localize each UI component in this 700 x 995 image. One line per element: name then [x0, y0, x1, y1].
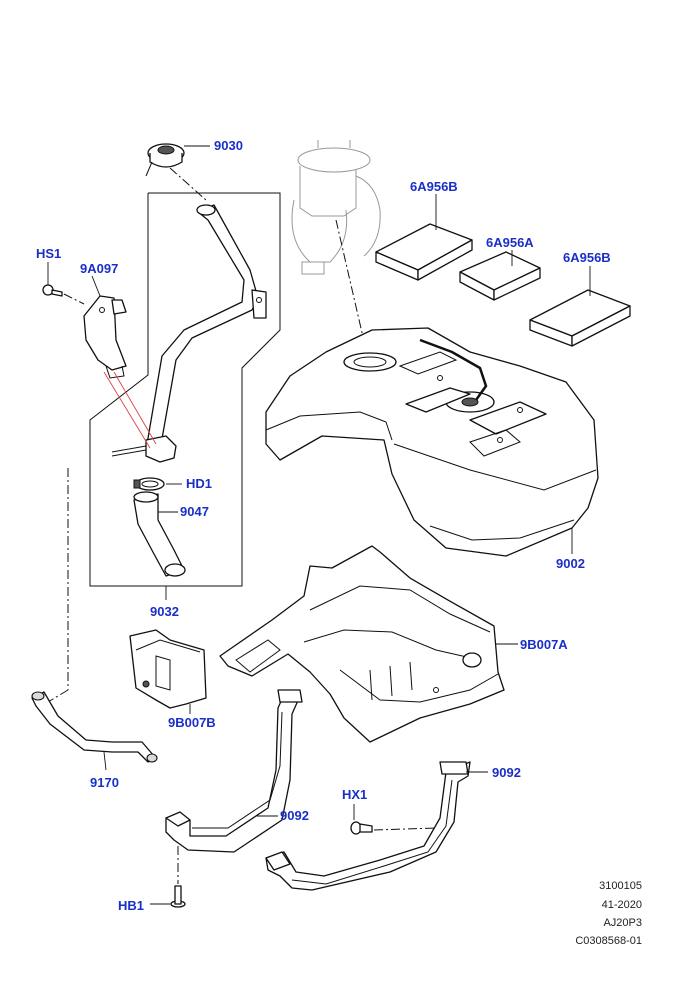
fuel-pump-module: [291, 140, 381, 275]
callout-9B007B[interactable]: 9B007B: [168, 715, 216, 730]
callout-HS1[interactable]: HS1: [36, 246, 62, 261]
callout-HD1[interactable]: HD1: [186, 476, 213, 491]
filler-assembly-box: [89, 192, 281, 587]
heat-shield-9B007B[interactable]: [129, 629, 207, 709]
insulation-pad-6A956B-right[interactable]: [529, 289, 631, 347]
insulation-pad-6A956B-left[interactable]: [375, 223, 473, 281]
bolt-HX1[interactable]: [350, 821, 373, 835]
clamp-HD1[interactable]: [133, 477, 165, 491]
bracket-9A097[interactable]: [83, 295, 127, 379]
callout-9092-left[interactable]: 9092: [280, 808, 309, 823]
reference-code-3: AJ20P3: [603, 917, 642, 929]
callout-9170[interactable]: 9170: [90, 775, 119, 790]
callout-9092-right[interactable]: 9092: [492, 765, 521, 780]
filler-neck-pipe[interactable]: [111, 204, 267, 463]
tank-strap-9092-right[interactable]: [265, 761, 471, 891]
insulation-pad-6A956A[interactable]: [459, 251, 541, 301]
bolt-HB1[interactable]: [170, 885, 186, 908]
callout-HB1[interactable]: HB1: [118, 898, 145, 913]
reference-code-4: C0308568-01: [575, 935, 642, 947]
fuel-tank-9002[interactable]: [265, 327, 599, 557]
callout-6A956B-left[interactable]: 6A956B: [410, 179, 458, 194]
callout-6A956A[interactable]: 6A956A: [486, 235, 534, 250]
screw-HS1[interactable]: [42, 284, 63, 297]
reference-code-1: 3100105: [599, 880, 642, 892]
vent-line-9170[interactable]: [31, 691, 158, 763]
reference-code-2: 41-2020: [601, 899, 642, 911]
heat-shield-9B007A[interactable]: [219, 545, 505, 743]
callout-9030[interactable]: 9030: [214, 138, 243, 153]
callout-9A097[interactable]: 9A097: [80, 261, 119, 276]
callout-9B007A[interactable]: 9B007A: [520, 637, 568, 652]
callout-9032[interactable]: 9032: [150, 604, 179, 619]
callout-9047[interactable]: 9047: [180, 504, 209, 519]
callout-HX1[interactable]: HX1: [342, 787, 368, 802]
fuel-cap[interactable]: [145, 143, 185, 177]
tank-strap-9092-left[interactable]: [165, 689, 303, 853]
hose-9047[interactable]: [133, 491, 186, 577]
callout-6A956B-right[interactable]: 6A956B: [563, 250, 611, 265]
callout-9002[interactable]: 9002: [556, 556, 585, 571]
